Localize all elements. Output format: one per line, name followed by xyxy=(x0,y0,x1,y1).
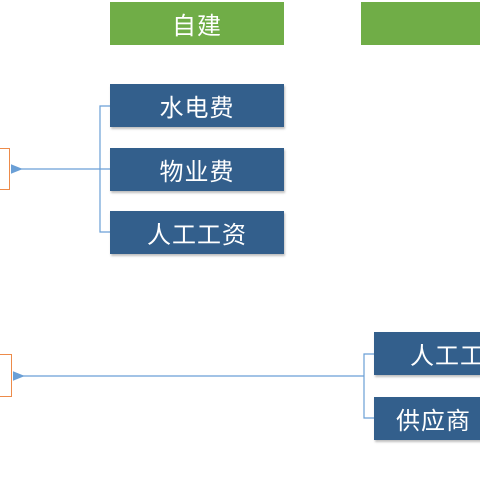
labor-wages-box: 人工工资 xyxy=(110,211,284,254)
bottom-bracket-line xyxy=(363,353,374,419)
property-fee-box: 物业费 xyxy=(110,148,284,191)
self-build-header-label: 自建 xyxy=(172,12,222,40)
utilities-label: 水电费 xyxy=(159,94,235,122)
property-fee-label: 物业费 xyxy=(159,158,235,186)
utilities-box: 水电费 xyxy=(110,84,284,127)
supplier-box-partial: 供应商 xyxy=(374,397,480,440)
right-header xyxy=(361,2,480,45)
bottom-target-box-partial xyxy=(0,354,12,397)
self-build-header: 自建 xyxy=(110,2,284,45)
top-target-box-partial xyxy=(0,148,10,190)
labor-partial-label: 人工工 xyxy=(410,342,480,370)
labor-wages-label: 人工工资 xyxy=(147,221,247,249)
supplier-partial-label: 供应商 xyxy=(396,407,471,435)
labor-box-partial: 人工工 xyxy=(374,332,480,375)
